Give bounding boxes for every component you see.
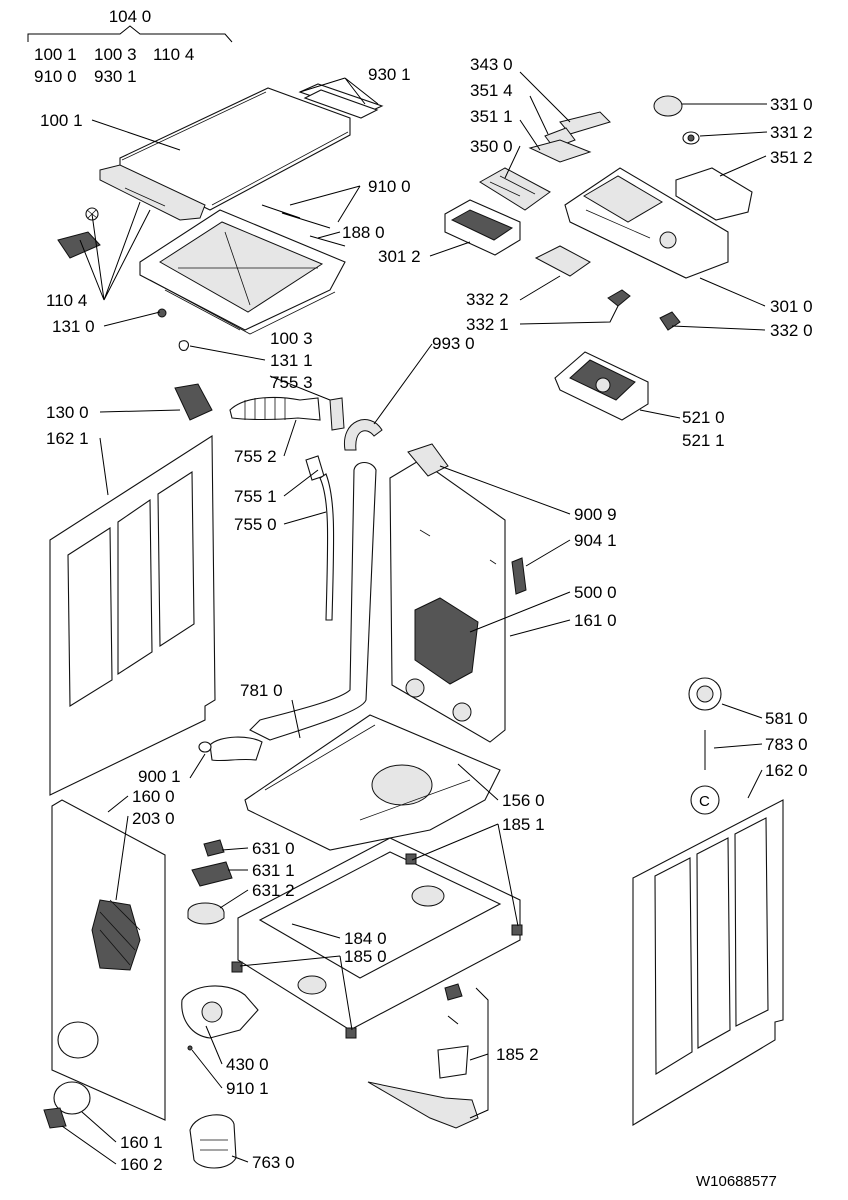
part-filter-door [43, 1081, 91, 1129]
label-162-1: 162 1 [46, 429, 89, 448]
part-labels: 104 0 100 1 100 3 110 4 910 0 930 1 930 … [34, 7, 813, 1190]
label-343-0: 343 0 [470, 55, 513, 74]
label-332-1: 332 1 [466, 315, 509, 334]
label-110-4-b: 110 4 [46, 291, 87, 310]
label-131-1: 131 1 [270, 351, 313, 370]
label-184-0: 184 0 [344, 929, 387, 948]
part-bracket-351-2 [675, 167, 753, 221]
part-pipe-755 [305, 455, 335, 621]
label-351-2: 351 2 [770, 148, 813, 167]
label-910-1: 910 1 [226, 1079, 269, 1098]
part-base-tray [244, 714, 501, 851]
label-331-2: 331 2 [770, 123, 813, 142]
label-631-1: 631 1 [252, 861, 295, 880]
label-203-0: 203 0 [132, 809, 175, 828]
part-switch-130 [174, 383, 213, 421]
part-rear-panel [389, 443, 527, 743]
label-430-0: 430 0 [226, 1055, 269, 1074]
label-521-1: 521 1 [682, 431, 725, 450]
label-160-0: 160 0 [132, 787, 175, 806]
part-bellows-hose [229, 396, 321, 421]
part-control-boards [479, 111, 611, 211]
label-130-0: 130 0 [46, 403, 89, 422]
label-156-0: 156 0 [502, 791, 545, 810]
label-161-0: 161 0 [574, 611, 617, 630]
label-900-1: 900 1 [138, 767, 181, 786]
part-side-panel-right [632, 799, 784, 1126]
label-900-9: 900 9 [574, 505, 617, 524]
label-332-2: 332 2 [466, 290, 509, 309]
part-plug-900-1 [198, 741, 212, 753]
label-993-0: 993 0 [432, 334, 475, 353]
label-100-1-b: 100 1 [40, 111, 83, 130]
part-control-panel [564, 167, 729, 279]
label-162-0: 162 0 [765, 761, 808, 780]
label-755-1: 755 1 [234, 487, 277, 506]
label-185-2: 185 2 [496, 1045, 539, 1064]
part-front-panel [51, 799, 166, 1121]
label-301-0: 301 0 [770, 297, 813, 316]
part-feet-185-2 [367, 983, 479, 1129]
label-188-0: 188 0 [342, 223, 385, 242]
part-elbow-993 [343, 419, 383, 451]
label-185-0: 185 0 [344, 947, 387, 966]
part-clip-755-3 [329, 397, 345, 431]
label-755-2: 755 2 [234, 447, 277, 466]
label-100-3-a: 100 3 [94, 45, 137, 64]
label-581-0: 581 0 [765, 709, 808, 728]
part-selectors [534, 245, 681, 331]
label-100-3-b: 100 3 [270, 329, 313, 348]
part-latch [57, 207, 101, 259]
part-drain-hose [209, 461, 377, 762]
part-strip-930-1 [298, 83, 384, 119]
label-521-0: 521 0 [682, 408, 725, 427]
part-drain-pump [181, 985, 259, 1051]
label-332-0: 332 0 [770, 321, 813, 340]
label-500-0: 500 0 [574, 583, 617, 602]
label-631-2: 631 2 [252, 881, 295, 900]
label-755-3: 755 3 [270, 373, 313, 392]
part-base-frame [231, 837, 523, 1039]
label-783-0: 783 0 [765, 735, 808, 754]
part-pins [261, 204, 346, 247]
part-top-frame [139, 209, 346, 335]
label-110-4-a: 110 4 [153, 45, 194, 64]
label-351-1: 351 1 [470, 107, 513, 126]
part-screws-131 [157, 308, 189, 351]
label-904-1: 904 1 [574, 531, 617, 550]
part-side-panel-left [49, 435, 216, 796]
label-331-0: 331 0 [770, 95, 813, 114]
part-pump-filter [189, 1114, 237, 1169]
label-930-1-b: 930 1 [368, 65, 411, 84]
drawing-number: W10688577 [696, 1173, 777, 1190]
label-160-2: 160 2 [120, 1155, 163, 1174]
label-631-0: 631 0 [252, 839, 295, 858]
label-755-0: 755 0 [234, 515, 277, 534]
label-910-0-a: 910 0 [34, 67, 77, 86]
part-motor-pulley: C [688, 677, 722, 815]
leader-lines [27, 25, 768, 1165]
label-763-0: 763 0 [252, 1153, 295, 1172]
label-930-1-a: 930 1 [94, 67, 137, 86]
part-knob [653, 95, 700, 145]
label-351-4: 351 4 [470, 81, 513, 100]
label-781-0: 781 0 [240, 681, 283, 700]
part-handle [99, 164, 206, 221]
motor-symbol-glyph: C [699, 793, 710, 810]
part-filter-parts-631 [187, 839, 233, 925]
label-131-0: 131 0 [52, 317, 95, 336]
label-185-1: 185 1 [502, 815, 545, 834]
part-dispenser [554, 351, 649, 421]
part-board-holder [444, 199, 521, 256]
label-350-0: 350 0 [470, 137, 513, 156]
label-910-0-b: 910 0 [368, 177, 411, 196]
label-100-1-a: 100 1 [34, 45, 77, 64]
label-104-0: 104 0 [109, 7, 152, 26]
label-301-2: 301 2 [378, 247, 421, 266]
label-160-1: 160 1 [120, 1133, 163, 1152]
